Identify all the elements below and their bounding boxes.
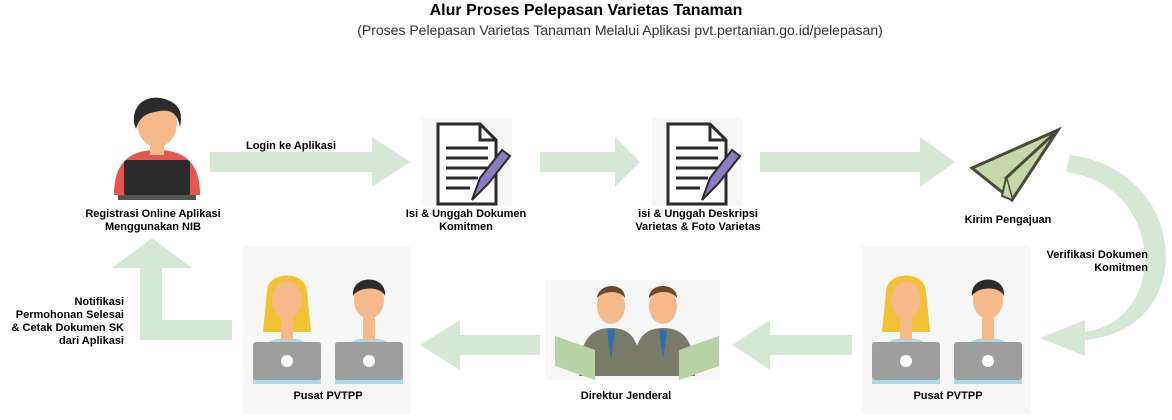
paper-plane-icon xyxy=(969,126,1063,203)
label-pusat-right: Pusat PVTPP xyxy=(913,390,983,402)
label-isi-komitmen: Isi & Unggah Dokumen Komitmen xyxy=(405,208,527,233)
arrow-komitmen-to-deskripsi xyxy=(540,137,640,187)
staff-woman-icon xyxy=(253,275,321,384)
staff-man-icon xyxy=(954,279,1022,384)
label-isi-deskripsi: isi & Unggah Deskripsi Varietas & Foto V… xyxy=(635,208,761,233)
label-pusat-left: Pusat PVTPP xyxy=(293,390,363,402)
arrow-login xyxy=(210,137,410,187)
user-laptop-icon xyxy=(114,97,200,200)
staff-man-icon xyxy=(335,279,403,384)
arrow-deskripsi-to-kirim xyxy=(760,137,955,187)
document-edit-icon xyxy=(422,118,512,206)
diagram-subtitle: (Proses Pelepasan Varietas Tanaman Melal… xyxy=(357,22,883,38)
label-verifikasi: Verifikasi Dokumen Komitmen xyxy=(1046,249,1149,274)
staff-pair-icon xyxy=(862,246,1030,414)
director-pair-icon xyxy=(545,280,720,380)
arrow-notifikasi-return xyxy=(112,238,232,340)
director-left-icon xyxy=(555,286,641,380)
diagram-title: Alur Proses Pelepasan Varietas Tanaman xyxy=(429,2,743,19)
arrow-direktur-to-pusat xyxy=(420,320,540,370)
document-edit-icon xyxy=(652,118,742,206)
director-right-icon xyxy=(633,286,719,380)
label-login: Login ke Aplikasi xyxy=(245,140,337,152)
staff-pair-icon xyxy=(243,246,411,414)
arrow-verifikasi-curve xyxy=(1040,155,1166,356)
arrow-pusat-to-direktur xyxy=(732,320,852,370)
label-registrasi: Registrasi Online Aplikasi Menggunakan N… xyxy=(85,208,221,233)
label-direktur: Direktur Jenderal xyxy=(580,390,672,402)
label-kirim: Kirim Pengajuan xyxy=(964,214,1052,226)
staff-woman-icon xyxy=(872,275,940,384)
flow-arrows xyxy=(112,137,1166,370)
label-notifikasi: Notifikasi Permohonan Selesai & Cetak Do… xyxy=(11,296,124,347)
